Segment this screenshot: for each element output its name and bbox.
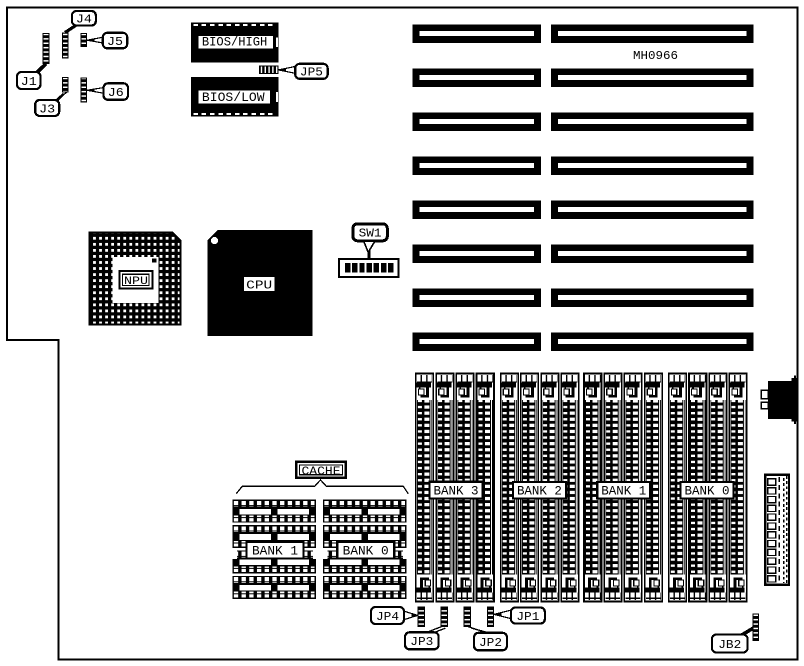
svg-text:J1: J1 [21, 75, 37, 89]
svg-text:BANK 0: BANK 0 [343, 545, 389, 559]
svg-text:BANK 3: BANK 3 [434, 485, 479, 499]
svg-text:J5: J5 [107, 35, 123, 49]
svg-text:JB2: JB2 [718, 638, 741, 652]
svg-text:NPU: NPU [124, 276, 148, 288]
svg-text:BIOS/LOW: BIOS/LOW [202, 91, 265, 105]
svg-text:BANK 1: BANK 1 [252, 545, 298, 559]
svg-text:JP1: JP1 [516, 610, 539, 624]
svg-text:BIOS/HIGH: BIOS/HIGH [202, 36, 267, 50]
svg-text:J6: J6 [108, 86, 124, 100]
svg-text:JP2: JP2 [479, 636, 502, 650]
svg-text:JP4: JP4 [376, 610, 399, 624]
svg-text:J3: J3 [39, 102, 55, 116]
svg-text:J4: J4 [76, 13, 92, 27]
svg-text:MH0966: MH0966 [633, 50, 678, 63]
svg-text:BANK 0: BANK 0 [685, 485, 730, 499]
svg-text:JP5: JP5 [300, 66, 323, 80]
svg-text:CPU: CPU [246, 278, 272, 292]
svg-text:BANK 2: BANK 2 [517, 485, 562, 499]
svg-text:SW1: SW1 [359, 227, 382, 241]
svg-text:JP3: JP3 [410, 635, 433, 649]
svg-text:BANK 1: BANK 1 [601, 485, 646, 499]
svg-text:CACHE: CACHE [302, 465, 341, 479]
